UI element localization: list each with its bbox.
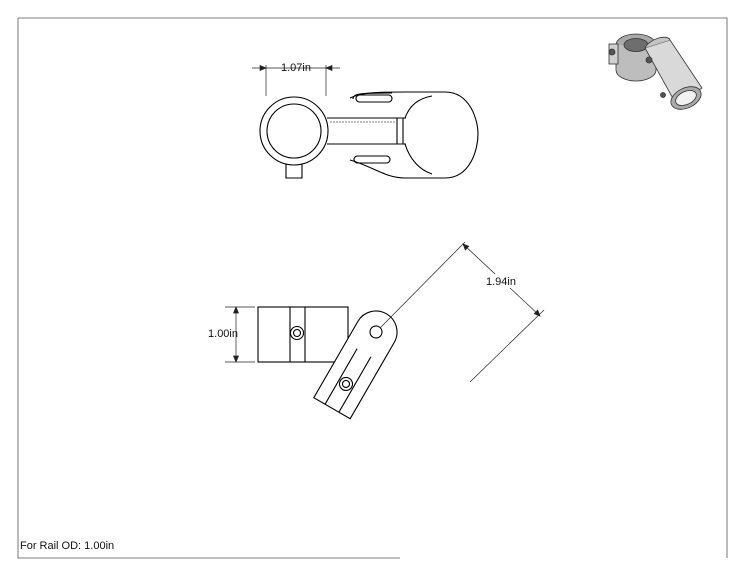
rail-od-note: For Rail OD: 1.00in (20, 540, 115, 552)
dimension-front-height (225, 306, 255, 363)
dimension-label-top-width: 1.07in (281, 62, 311, 74)
dimension-angled-length (379, 241, 545, 383)
isometric-view (608, 33, 703, 110)
top-view (259, 91, 479, 179)
dimension-label-angled-length: 1.94in (486, 276, 516, 288)
drawing-border (17, 17, 728, 559)
dimension-top-width (252, 64, 340, 96)
front-view (257, 306, 398, 420)
dimension-label-front-height: 1.00in (208, 328, 238, 340)
